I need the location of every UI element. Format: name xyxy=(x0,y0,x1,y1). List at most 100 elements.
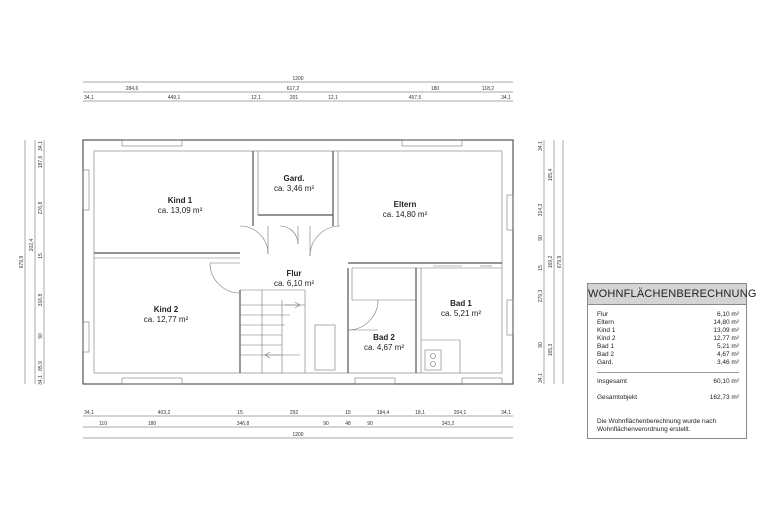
windows xyxy=(82,139,514,385)
calc-divider xyxy=(597,372,739,373)
calc-item-name: Bad 1 xyxy=(597,343,614,350)
dim-bottom-mid-1: 110 xyxy=(99,421,107,427)
dim-left-outer-1: 202,4 xyxy=(29,239,35,252)
dim-bottom-mid-4: 90 xyxy=(323,421,329,427)
dim-bottom-total: 1200 xyxy=(292,432,303,438)
dim-bottom-inner-2: 403,2 xyxy=(158,410,171,416)
calc-row-eltern: Eltern 14,80 m² xyxy=(597,319,739,327)
calc-total-label: Insgesamt xyxy=(597,378,627,385)
dimension-right: 34,1 314,3 90 15 279,3 90 34,1 165,4 169… xyxy=(538,140,564,384)
dim-bottom-inner-5: 15 xyxy=(345,410,351,416)
dim-top-mid-3: 180 xyxy=(431,86,440,92)
dim-top-inner-4: 201 xyxy=(290,95,299,101)
doors xyxy=(209,225,492,331)
calc-title: WOHNFLÄCHENBERECHNUNG xyxy=(588,284,756,305)
dim-bottom-inner-1: 34,1 xyxy=(84,410,94,416)
room-area-flur: ca. 6,10 m² xyxy=(274,279,314,288)
dim-right-inner-1: 34,1 xyxy=(538,141,544,151)
room-name-gard: Gard. xyxy=(284,174,305,183)
dimension-left: 679,9 202,4 34,1 187,6 276,8 15 316,8 90… xyxy=(19,140,45,385)
room-name-bad2: Bad 2 xyxy=(373,333,395,342)
dim-top-inner-6: 457,5 xyxy=(409,95,422,101)
calc-object-label: Gesamtobjekt xyxy=(597,394,638,401)
dim-right-inner-5: 279,3 xyxy=(538,290,544,303)
room-name-flur: Flur xyxy=(286,269,301,278)
dim-left-inner-4: 15 xyxy=(38,253,44,259)
dim-bottom-mid-3: 346,8 xyxy=(237,421,250,427)
dim-top-inner-7: 34,1 xyxy=(501,95,511,101)
dim-left-inner-8: 34,1 xyxy=(38,375,44,385)
calc-row-total: Insgesamt 60,10 m² xyxy=(597,378,739,386)
calc-item-name: Bad 2 xyxy=(597,351,614,358)
calc-item-value: 13,09 m² xyxy=(713,327,739,334)
dim-left-inner-6: 90 xyxy=(38,333,44,339)
dim-right-inner-3: 90 xyxy=(538,235,544,241)
interior-walls xyxy=(94,151,502,373)
room-area-eltern: ca. 14,80 m² xyxy=(383,210,428,219)
dim-top-mid-2: 617,2 xyxy=(287,86,300,92)
dimension-top: 1200 284,6 617,2 180 118,2 34,1 449,1 12… xyxy=(83,76,513,102)
calc-total-value: 60,10 m² xyxy=(713,378,739,385)
dim-bottom-inner-7: 18,1 xyxy=(415,410,425,416)
dim-right-mid-1: 165,4 xyxy=(548,169,554,182)
dim-right-inner-6: 90 xyxy=(538,342,544,348)
dim-top-inner-1: 34,1 xyxy=(84,95,94,101)
calc-row-flur: Flur 6,10 m² xyxy=(597,311,739,319)
dim-left-inner-5: 316,8 xyxy=(38,294,44,307)
dim-bottom-mid-6: 90 xyxy=(367,421,373,427)
calc-row-gard: Gard. 3,46 m² xyxy=(597,359,739,367)
room-area-gard: ca. 3,46 m² xyxy=(274,184,314,193)
calc-row-bad2: Bad 2 4,67 m² xyxy=(597,351,739,359)
calc-item-value: 14,80 m² xyxy=(713,319,739,326)
dim-bottom-inner-6: 184,4 xyxy=(377,410,390,416)
dim-right-mid-2: 169,2 xyxy=(548,256,554,269)
dim-bottom-inner-9: 34,1 xyxy=(501,410,511,416)
dim-top-inner-5: 12,1 xyxy=(328,95,338,101)
calc-row-object: Gesamtobjekt 162,73 m² xyxy=(597,394,739,402)
calc-note: Die Wohnflächenberechnung wurde nach Woh… xyxy=(597,418,717,433)
dim-left-inner-1: 34,1 xyxy=(38,141,44,151)
dim-bottom-mid-7: 343,2 xyxy=(442,421,455,427)
dim-left-inner-2: 187,6 xyxy=(38,156,44,169)
room-name-eltern: Eltern xyxy=(394,200,417,209)
room-name-bad1: Bad 1 xyxy=(450,299,472,308)
calc-item-value: 4,67 m² xyxy=(716,351,739,358)
dimension-bottom: 34,1 403,2 15 292 15 184,4 18,1 204,1 34… xyxy=(83,410,513,439)
calc-item-name: Kind 1 xyxy=(597,327,616,334)
dim-bottom-inner-3: 15 xyxy=(237,410,243,416)
dim-left-inner-3: 276,8 xyxy=(38,202,44,215)
dim-bottom-inner-4: 292 xyxy=(290,410,299,416)
dim-right-inner-7: 34,1 xyxy=(538,373,544,383)
dim-right-total: 679,9 xyxy=(557,256,563,269)
calc-item-value: 6,10 m² xyxy=(716,311,739,318)
dim-top-mid-1: 284,6 xyxy=(126,86,139,92)
dim-bottom-mid-5: 48 xyxy=(345,421,351,427)
dim-top-total: 1200 xyxy=(292,76,303,82)
room-name-kind1: Kind 1 xyxy=(168,196,193,205)
room-area-bad1: ca. 5,21 m² xyxy=(441,309,481,318)
dim-right-inner-4: 15 xyxy=(538,265,544,271)
dim-top-mid-4: 118,2 xyxy=(482,86,494,92)
calc-item-value: 3,46 m² xyxy=(716,359,739,366)
room-area-kind1: ca. 13,09 m² xyxy=(158,206,203,215)
dim-top-inner-3: 12,1 xyxy=(251,95,261,101)
calc-item-name: Gard. xyxy=(597,359,614,366)
room-area-bad2: ca. 4,67 m² xyxy=(364,343,404,352)
calc-row-kind1: Kind 1 13,09 m² xyxy=(597,327,739,335)
calc-row-bad1: Bad 1 5,21 m² xyxy=(597,343,739,351)
dim-left-inner-7: 85,9 xyxy=(38,361,44,371)
calc-row-kind2: Kind 2 12,77 m² xyxy=(597,335,739,343)
exterior-walls xyxy=(82,139,514,385)
dim-right-inner-2: 314,3 xyxy=(538,204,544,217)
calc-item-value: 5,21 m² xyxy=(716,343,739,350)
room-labels: Kind 1 ca. 13,09 m² Gard. ca. 3,46 m² El… xyxy=(144,174,482,352)
dim-bottom-inner-8: 204,1 xyxy=(454,410,467,416)
dim-right-mid-3: 165,3 xyxy=(548,344,554,357)
calc-item-value: 12,77 m² xyxy=(713,335,739,342)
calc-item-name: Flur xyxy=(597,311,609,318)
dim-top-inner-2: 449,1 xyxy=(168,95,181,101)
calc-item-name: Eltern xyxy=(597,319,614,326)
room-area-kind2: ca. 12,77 m² xyxy=(144,315,189,324)
room-name-kind2: Kind 2 xyxy=(154,305,179,314)
